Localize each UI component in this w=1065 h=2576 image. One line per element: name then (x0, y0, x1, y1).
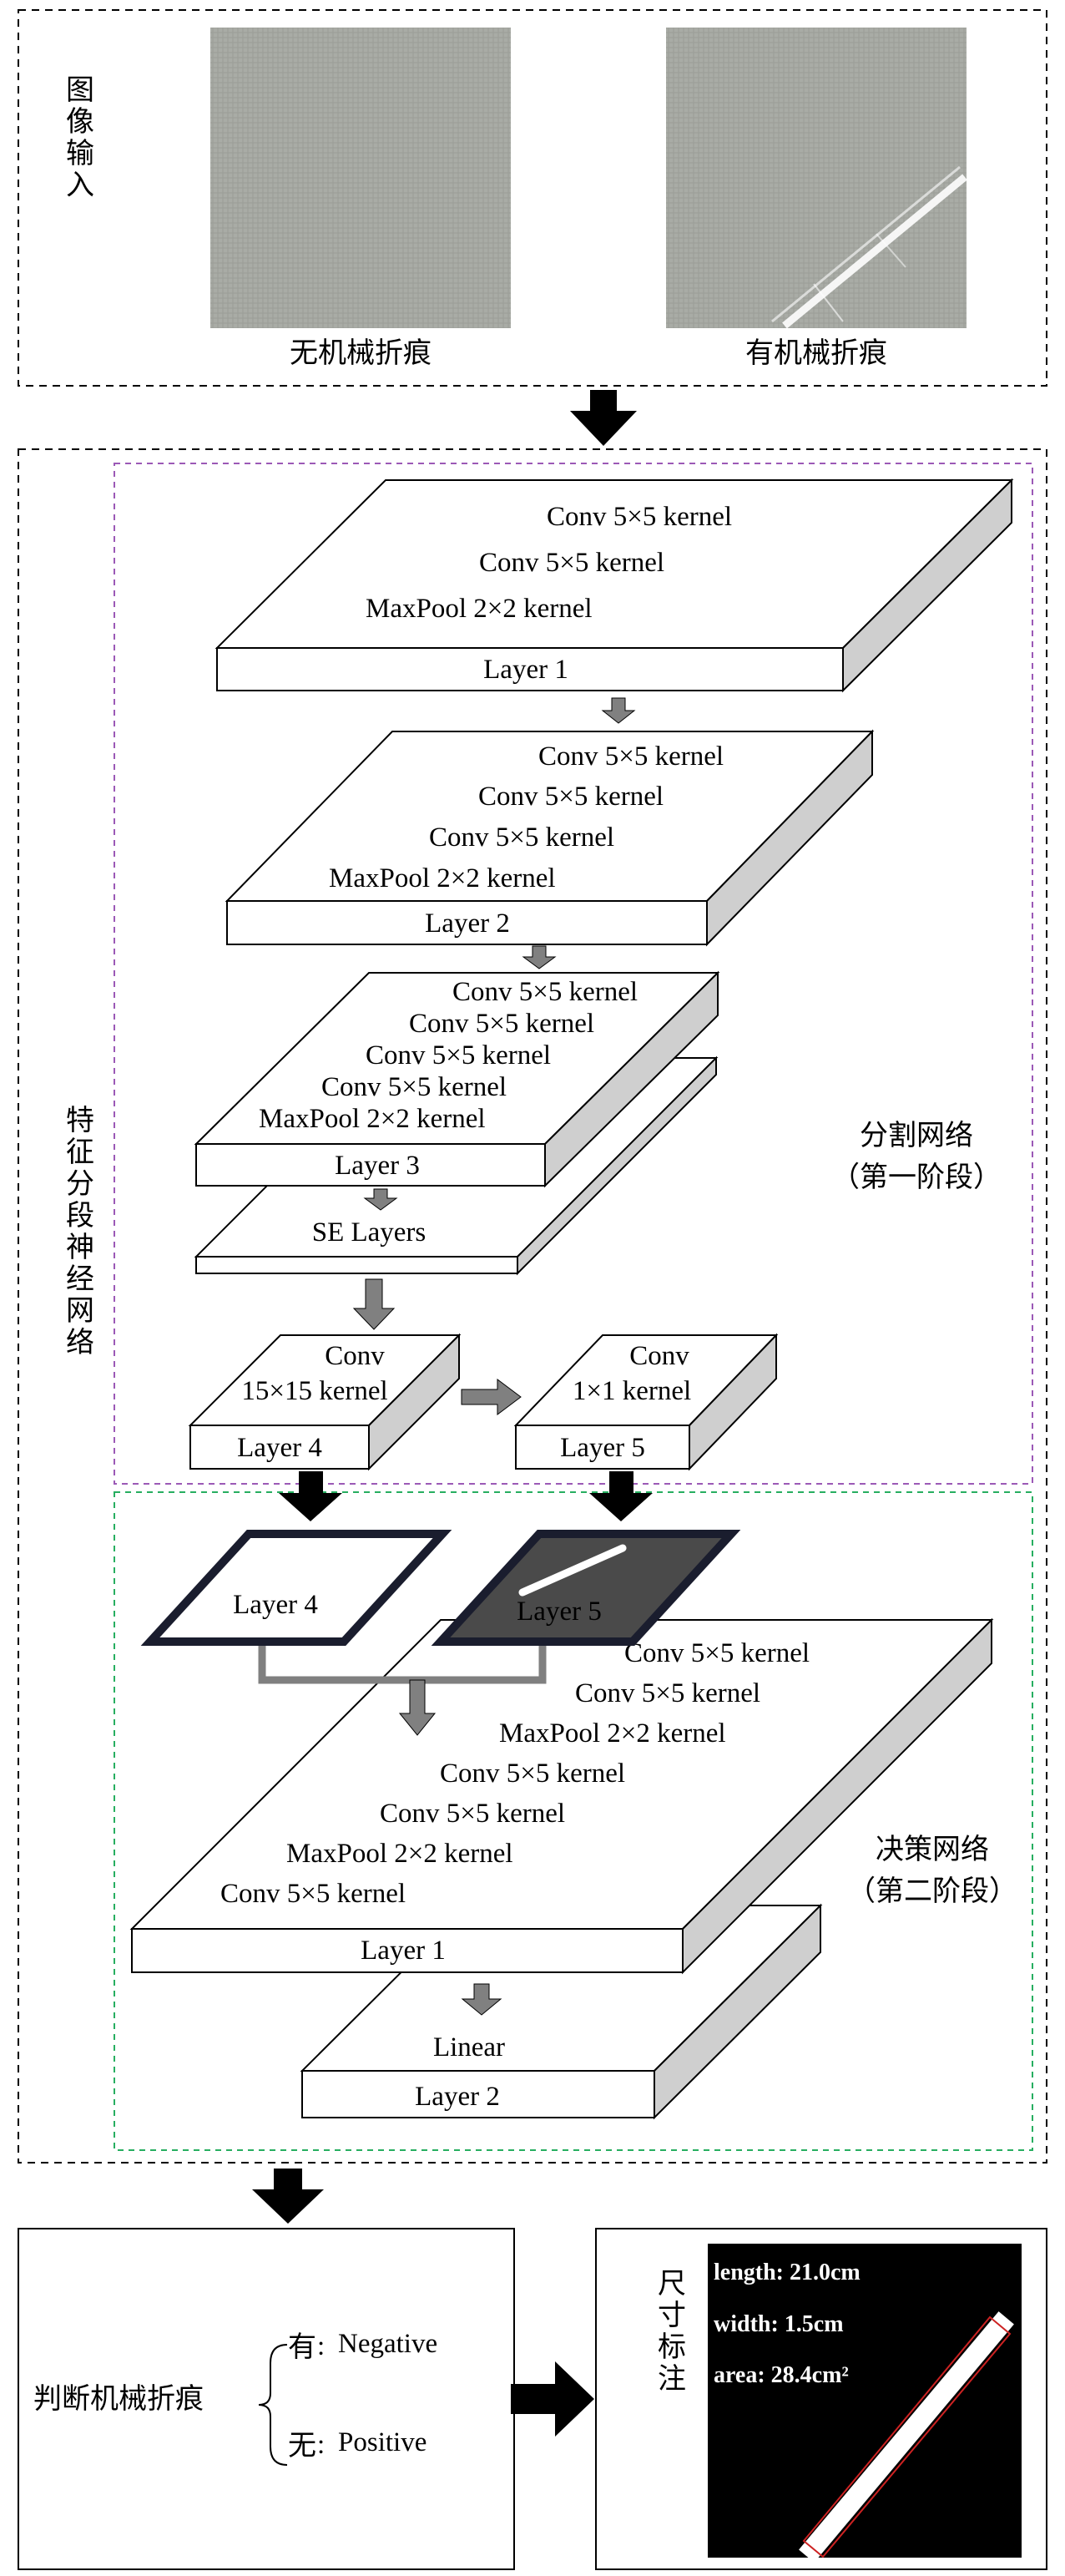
measured-crease-outline (802, 2315, 1012, 2558)
arrow-l4-to-stage2 (279, 1471, 342, 1521)
s1-layer1-name: Layer 1 (483, 655, 568, 685)
network-label: 特征分段神经网络 (62, 1105, 93, 1359)
stage2-label-line2: （第二阶段） (847, 1875, 1017, 1907)
s2-layer1-op-4: Conv 5×5 kernel (440, 1759, 625, 1789)
measure-label: 尺寸标注 (654, 2268, 686, 2395)
measure-area: area: 28.4cm² (714, 2362, 849, 2388)
s2-layer1-op-1: Conv 5×5 kernel (624, 1638, 810, 1668)
s1-layer2-name: Layer 2 (425, 908, 510, 939)
merge-connector (258, 1646, 547, 1684)
decision-no-char: 无 (288, 2431, 316, 2462)
s1-layer4-op-line2: 15×15 kernel (241, 1376, 387, 1406)
network-frame (18, 448, 1047, 2164)
s1-layer4-name: Layer 4 (237, 1433, 322, 1463)
arrow-decision-to-measure (511, 2361, 594, 2437)
s2-layer2-op-4: MaxPool 2×2 kernel (329, 863, 556, 893)
arrow-se-to-l4 (352, 1278, 396, 1330)
decision-box (18, 2228, 515, 2570)
decision-yes-char: 有 (288, 2331, 316, 2363)
s2-layer2-name: Layer 2 (415, 2082, 500, 2112)
s3-layer3-op-4: Conv 5×5 kernel (321, 1072, 507, 1102)
s1-layer4-op-line1: Conv (325, 1341, 385, 1371)
arrow-s1-l3-to-se (363, 1188, 398, 1211)
stage2-layer1-block (129, 1617, 994, 1975)
decision-label: 判断机械折痕 (33, 2383, 204, 2415)
decision-no-colon: : (317, 2430, 325, 2460)
stage1-frame (114, 463, 1033, 1485)
measure-length: length: 21.0cm (714, 2260, 861, 2285)
crease-streak (771, 165, 967, 329)
s2-layer1-op-2: Conv 5×5 kernel (575, 1678, 760, 1708)
s3-layer3-op-1: Conv 5×5 kernel (452, 977, 638, 1007)
arrow-s1-l1-to-l2 (601, 697, 636, 724)
fabric-image-with-crease (666, 28, 967, 328)
s3-layer3-op-3: Conv 5×5 kernel (366, 1040, 551, 1070)
stage1-label-line1: 分割网络 (860, 1120, 973, 1151)
stage1-layer3-block (194, 970, 720, 1188)
s2-input-layer4-label: Layer 4 (233, 1590, 318, 1620)
decision-brace (258, 2344, 288, 2466)
s1-layer3-name: Layer 3 (335, 1151, 420, 1181)
s2-layer2-op-3: Conv 5×5 kernel (429, 822, 614, 853)
image-left-caption: 无机械折痕 (290, 337, 432, 369)
stage1-layer4-block (188, 1333, 462, 1471)
s2-layer1-name: Layer 1 (361, 1936, 446, 1966)
s2-layer2-op-2: Conv 5×5 kernel (478, 782, 664, 812)
s1-layer5-name: Layer 5 (560, 1433, 645, 1463)
s2-layer1-op-5: Conv 5×5 kernel (380, 1799, 565, 1829)
arrow-network-to-decision (252, 2169, 324, 2224)
decision-yes-value: Negative (338, 2329, 437, 2359)
decision-no-value: Positive (338, 2427, 427, 2457)
measured-crease (799, 2311, 1014, 2563)
s2-layer2-op-1: Conv 5×5 kernel (538, 741, 724, 772)
arrow-l5-to-stage2 (589, 1471, 653, 1521)
se-layers-label: SE Layers (312, 1217, 427, 1248)
stage1-label-line2: （第一阶段） (831, 1161, 1002, 1193)
arrow-merge-down (398, 1679, 437, 1736)
s3-layer3-op-5: MaxPool 2×2 kernel (259, 1104, 486, 1134)
s1-layer1-op-1: Conv 5×5 kernel (547, 502, 732, 532)
s1-layer1-op-3: MaxPool 2×2 kernel (366, 594, 593, 624)
stage1-layer1-block (215, 478, 1014, 693)
arrow-input-to-network (570, 390, 637, 446)
fabric-image-no-crease (210, 28, 511, 328)
s1-layer5-op-line1: Conv (629, 1341, 689, 1371)
measure-image (708, 2244, 1022, 2558)
s2-layer1-op-6: MaxPool 2×2 kernel (286, 1839, 513, 1869)
stage2-input-layer4-map (140, 1530, 452, 1646)
s2-layer2-op: Linear (433, 2032, 505, 2062)
s1-layer5-op-line2: 1×1 kernel (573, 1376, 691, 1406)
arrow-s1-l2-to-l3 (522, 945, 557, 969)
stage2-input-layer5-map (431, 1530, 741, 1646)
input-section-label: 图像输入 (62, 74, 94, 201)
input-section-frame (18, 9, 1047, 387)
arrow-s2-l1-to-l2 (461, 1983, 502, 2016)
image-right-caption: 有机械折痕 (745, 337, 887, 369)
stage2-input-layer5-crease (518, 1544, 627, 1597)
s2-layer1-op-7: Conv 5×5 kernel (220, 1879, 406, 1909)
stage2-frame (114, 1491, 1033, 2151)
decision-yes-colon: : (317, 2331, 325, 2361)
s1-layer1-op-2: Conv 5×5 kernel (479, 548, 664, 578)
s2-input-layer5-label: Layer 5 (517, 1597, 602, 1627)
s3-layer3-op-2: Conv 5×5 kernel (409, 1009, 594, 1039)
stage2-label-line1: 决策网络 (876, 1834, 989, 1865)
measure-width: width: 1.5cm (714, 2311, 844, 2337)
stage1-layer5-block (513, 1333, 779, 1471)
stage1-layer2-block (225, 729, 875, 947)
s2-layer1-op-3: MaxPool 2×2 kernel (499, 1718, 726, 1749)
arrow-l4-to-l5 (461, 1379, 522, 1415)
